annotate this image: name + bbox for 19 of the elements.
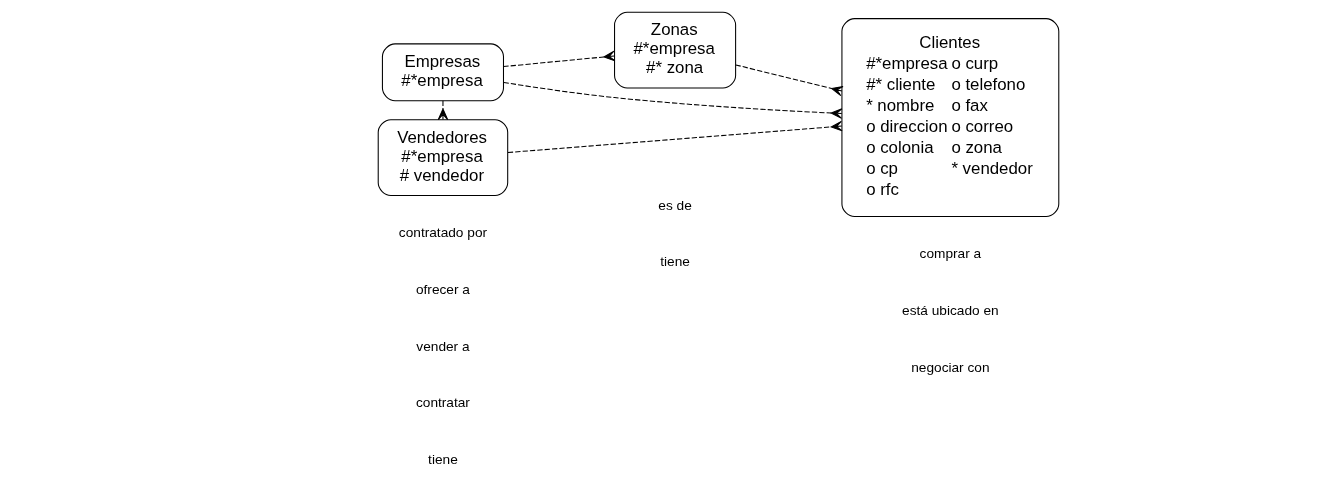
- label: contratar: [415, 395, 470, 411]
- node-box: Zonas #*empresa #* zona: [614, 11, 737, 89]
- node-box: Empresas #*empresa: [381, 43, 504, 102]
- connector: [503, 81, 843, 119]
- label: negociar con: [911, 359, 990, 375]
- label: es de: [658, 197, 692, 213]
- label: tiene: [428, 452, 458, 468]
- connector: [503, 50, 616, 68]
- label: vender a: [416, 338, 470, 354]
- node-box: Vendedores #*empresa # vendedor: [377, 119, 509, 196]
- label: comprar a: [919, 246, 982, 261]
- label: tiene: [660, 254, 690, 270]
- connector: [437, 100, 449, 121]
- label: está ubicado en: [902, 302, 999, 318]
- label: ofrecer a: [415, 281, 470, 297]
- connector: [735, 64, 844, 97]
- connector: [507, 120, 843, 154]
- node-box: Clientes #*empresa o curp #* cliente o telefono * nombre o fax o direccion o correo o colonia o zona o cp * vendedor o rfc: [841, 18, 1060, 218]
- label: contratado por: [398, 224, 488, 240]
